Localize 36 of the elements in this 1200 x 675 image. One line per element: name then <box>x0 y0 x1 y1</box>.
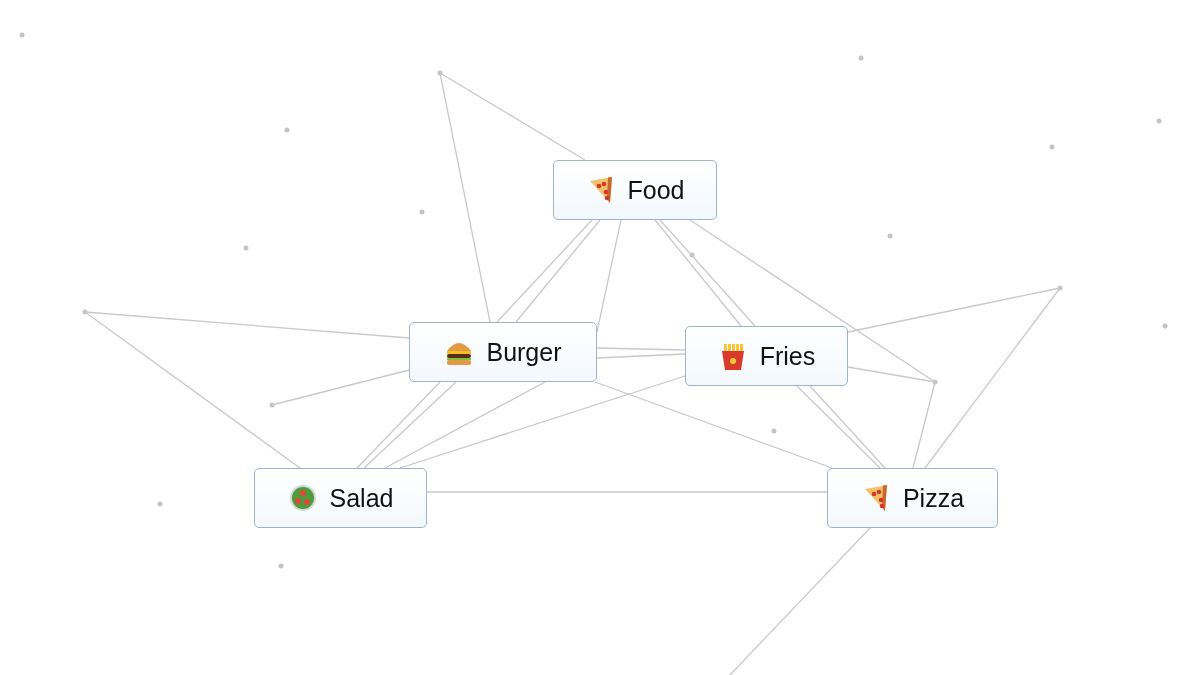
connector-line <box>384 381 546 469</box>
connector-line <box>596 219 622 333</box>
element-name: Pizza <box>902 483 965 513</box>
connector-line <box>689 219 936 383</box>
element-name: Salad <box>329 483 394 513</box>
connector-line <box>356 381 441 469</box>
element-card <box>685 326 848 386</box>
element-card <box>254 468 427 528</box>
connector-line <box>809 385 886 469</box>
element-name: Burger <box>486 337 562 367</box>
element-card <box>409 322 597 382</box>
connector-line <box>912 381 936 469</box>
connector-line <box>847 287 1061 333</box>
connector-line <box>84 311 410 339</box>
connector-line <box>796 385 881 469</box>
connector-line <box>659 219 756 327</box>
element-card <box>827 468 998 528</box>
connector-line <box>596 353 686 359</box>
connector-line <box>729 527 871 675</box>
connector-line <box>399 375 686 469</box>
connector-line <box>363 381 457 469</box>
connector-line <box>426 491 828 493</box>
connector-line <box>594 381 833 469</box>
connector-line <box>847 366 936 383</box>
connector-line <box>596 347 686 351</box>
connector-line <box>84 311 301 469</box>
element-name: Food <box>627 175 685 205</box>
connector-line <box>439 72 586 161</box>
element-card <box>553 160 717 220</box>
connector-line <box>654 219 742 327</box>
connector-line <box>439 72 491 323</box>
connector-line <box>271 369 410 406</box>
element-name: Fries <box>759 341 816 371</box>
connector-line <box>515 219 601 323</box>
connector-line <box>924 287 1061 469</box>
connector-line <box>496 219 593 323</box>
